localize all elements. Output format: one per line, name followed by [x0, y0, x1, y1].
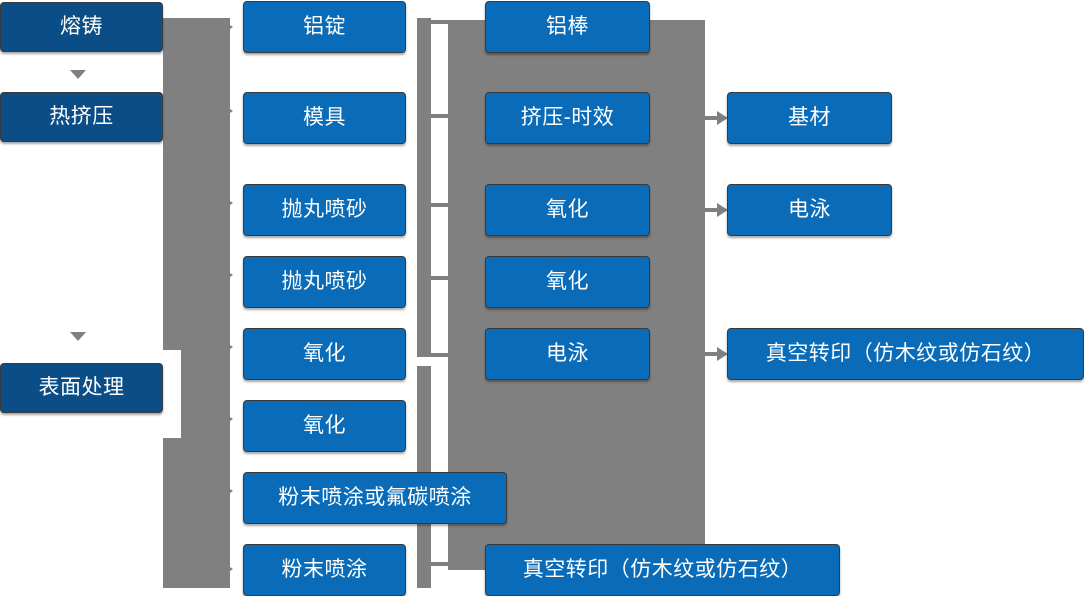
node-label: 粉末喷涂 [281, 557, 368, 581]
node-label: 氧化 [303, 341, 346, 365]
node-oxidation-col3-2[interactable]: 氧化 [485, 256, 650, 308]
node-label: 氧化 [546, 197, 589, 221]
connector-notch [163, 350, 181, 438]
node-label: 电泳 [788, 197, 831, 221]
node-aluminum-ingot[interactable]: 铝锭 [243, 1, 406, 53]
link-tick-6 [431, 562, 449, 566]
node-shotblast-sandblast-2[interactable]: 抛丸喷砂 [243, 256, 406, 308]
link-tick-3 [431, 203, 449, 207]
link-tick-4 [431, 276, 449, 280]
arrowhead-to-powder-coating-fluorocarbon [222, 484, 233, 498]
node-label: 热挤压 [49, 104, 114, 128]
arrow-to-base-material [700, 111, 728, 125]
node-vacuum-transfer-print-col4[interactable]: 真空转印（仿木纹或仿石纹） [727, 328, 1084, 380]
link-tick-5 [431, 353, 449, 357]
node-surface-treatment[interactable]: 表面处理 [0, 363, 163, 413]
arrowhead-to-oxidation-2 [222, 412, 233, 426]
node-label: 抛丸喷砂 [281, 269, 368, 293]
node-label: 粉末喷涂或氟碳喷涂 [278, 485, 472, 509]
node-melt-cast[interactable]: 熔铸 [0, 2, 163, 52]
node-label: 真空转印（仿木纹或仿石纹） [522, 557, 803, 581]
node-powder-or-fluorocarbon-coating[interactable]: 粉末喷涂或氟碳喷涂 [243, 472, 507, 524]
arrowhead-to-shotblast-2 [222, 268, 233, 282]
node-shotblast-sandblast-1[interactable]: 抛丸喷砂 [243, 184, 406, 236]
node-extrusion-aging[interactable]: 挤压-时效 [485, 92, 650, 144]
arrowhead-to-aluminum-ingot [222, 20, 233, 34]
tick-hot-extrusion [70, 332, 86, 341]
node-aluminum-bar[interactable]: 铝棒 [485, 1, 650, 53]
node-mold[interactable]: 模具 [243, 92, 406, 144]
node-label: 熔铸 [60, 14, 103, 38]
node-oxidation-col3-1[interactable]: 氧化 [485, 184, 650, 236]
tick-melt-cast [70, 70, 86, 79]
node-label: 铝棒 [546, 14, 589, 38]
node-oxidation-col2-1[interactable]: 氧化 [243, 328, 406, 380]
node-label: 模具 [303, 105, 346, 129]
node-label: 抛丸喷砂 [281, 197, 368, 221]
node-base-material[interactable]: 基材 [727, 92, 892, 144]
node-label: 真空转印（仿木纹或仿石纹） [765, 341, 1046, 365]
arrowhead-to-mold [222, 104, 233, 118]
link-tick-1 [431, 20, 449, 24]
node-powder-coating[interactable]: 粉末喷涂 [243, 544, 406, 596]
arrow-to-vacuum-transfer-print [700, 347, 728, 361]
connector-bar-left [163, 18, 230, 588]
node-label: 表面处理 [38, 375, 125, 399]
node-label: 基材 [788, 105, 831, 129]
arrowhead-to-shotblast-1 [222, 196, 233, 210]
connector-spine-mid-upper [417, 18, 431, 357]
arrowhead-to-oxidation-1 [222, 340, 233, 354]
node-label: 氧化 [546, 269, 589, 293]
node-vacuum-transfer-print-col3[interactable]: 真空转印（仿木纹或仿石纹） [485, 544, 840, 596]
node-label: 铝锭 [303, 14, 346, 38]
arrow-to-electrophoresis [700, 203, 728, 217]
link-tick-2 [431, 114, 449, 118]
node-hot-extrusion[interactable]: 热挤压 [0, 92, 163, 142]
node-oxidation-col2-2[interactable]: 氧化 [243, 400, 406, 452]
node-label: 电泳 [546, 341, 589, 365]
node-electrophoresis-col4[interactable]: 电泳 [727, 184, 892, 236]
node-label: 氧化 [303, 413, 346, 437]
node-label: 挤压-时效 [520, 105, 615, 129]
arrowhead-to-powder-coating [222, 562, 233, 576]
node-electrophoresis-col3[interactable]: 电泳 [485, 328, 650, 380]
